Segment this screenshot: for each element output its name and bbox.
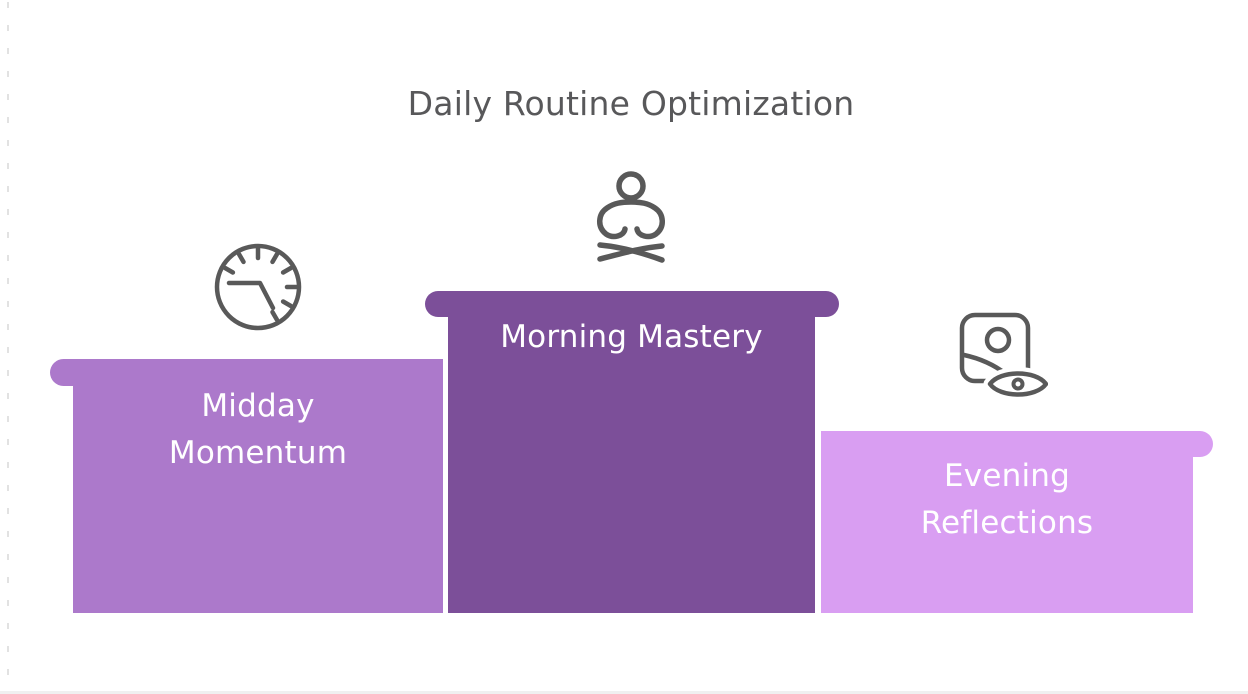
left-dotted-guide-line bbox=[7, 2, 9, 692]
podium-label-midday: Midday Momentum bbox=[73, 383, 443, 477]
podium-label-morning: Morning Mastery bbox=[448, 315, 815, 359]
clock-icon bbox=[208, 237, 308, 337]
label-line: Momentum bbox=[168, 435, 348, 471]
podium-body-morning: Morning Mastery bbox=[448, 291, 815, 613]
image-eye-icon bbox=[948, 300, 1048, 400]
podium-label-evening: Evening Reflections bbox=[821, 453, 1193, 547]
label-line: Morning Mastery bbox=[500, 319, 763, 355]
meditation-icon bbox=[581, 146, 681, 266]
label-line: Midday bbox=[201, 388, 315, 424]
diagram-title: Daily Routine Optimization bbox=[407, 84, 855, 123]
label-line: Evening bbox=[944, 458, 1070, 494]
label-line: Reflections bbox=[920, 505, 1094, 541]
podium-body-evening: Evening Reflections bbox=[821, 431, 1193, 613]
podium-body-midday: Midday Momentum bbox=[73, 359, 443, 613]
bottom-rule-line bbox=[0, 691, 1248, 694]
